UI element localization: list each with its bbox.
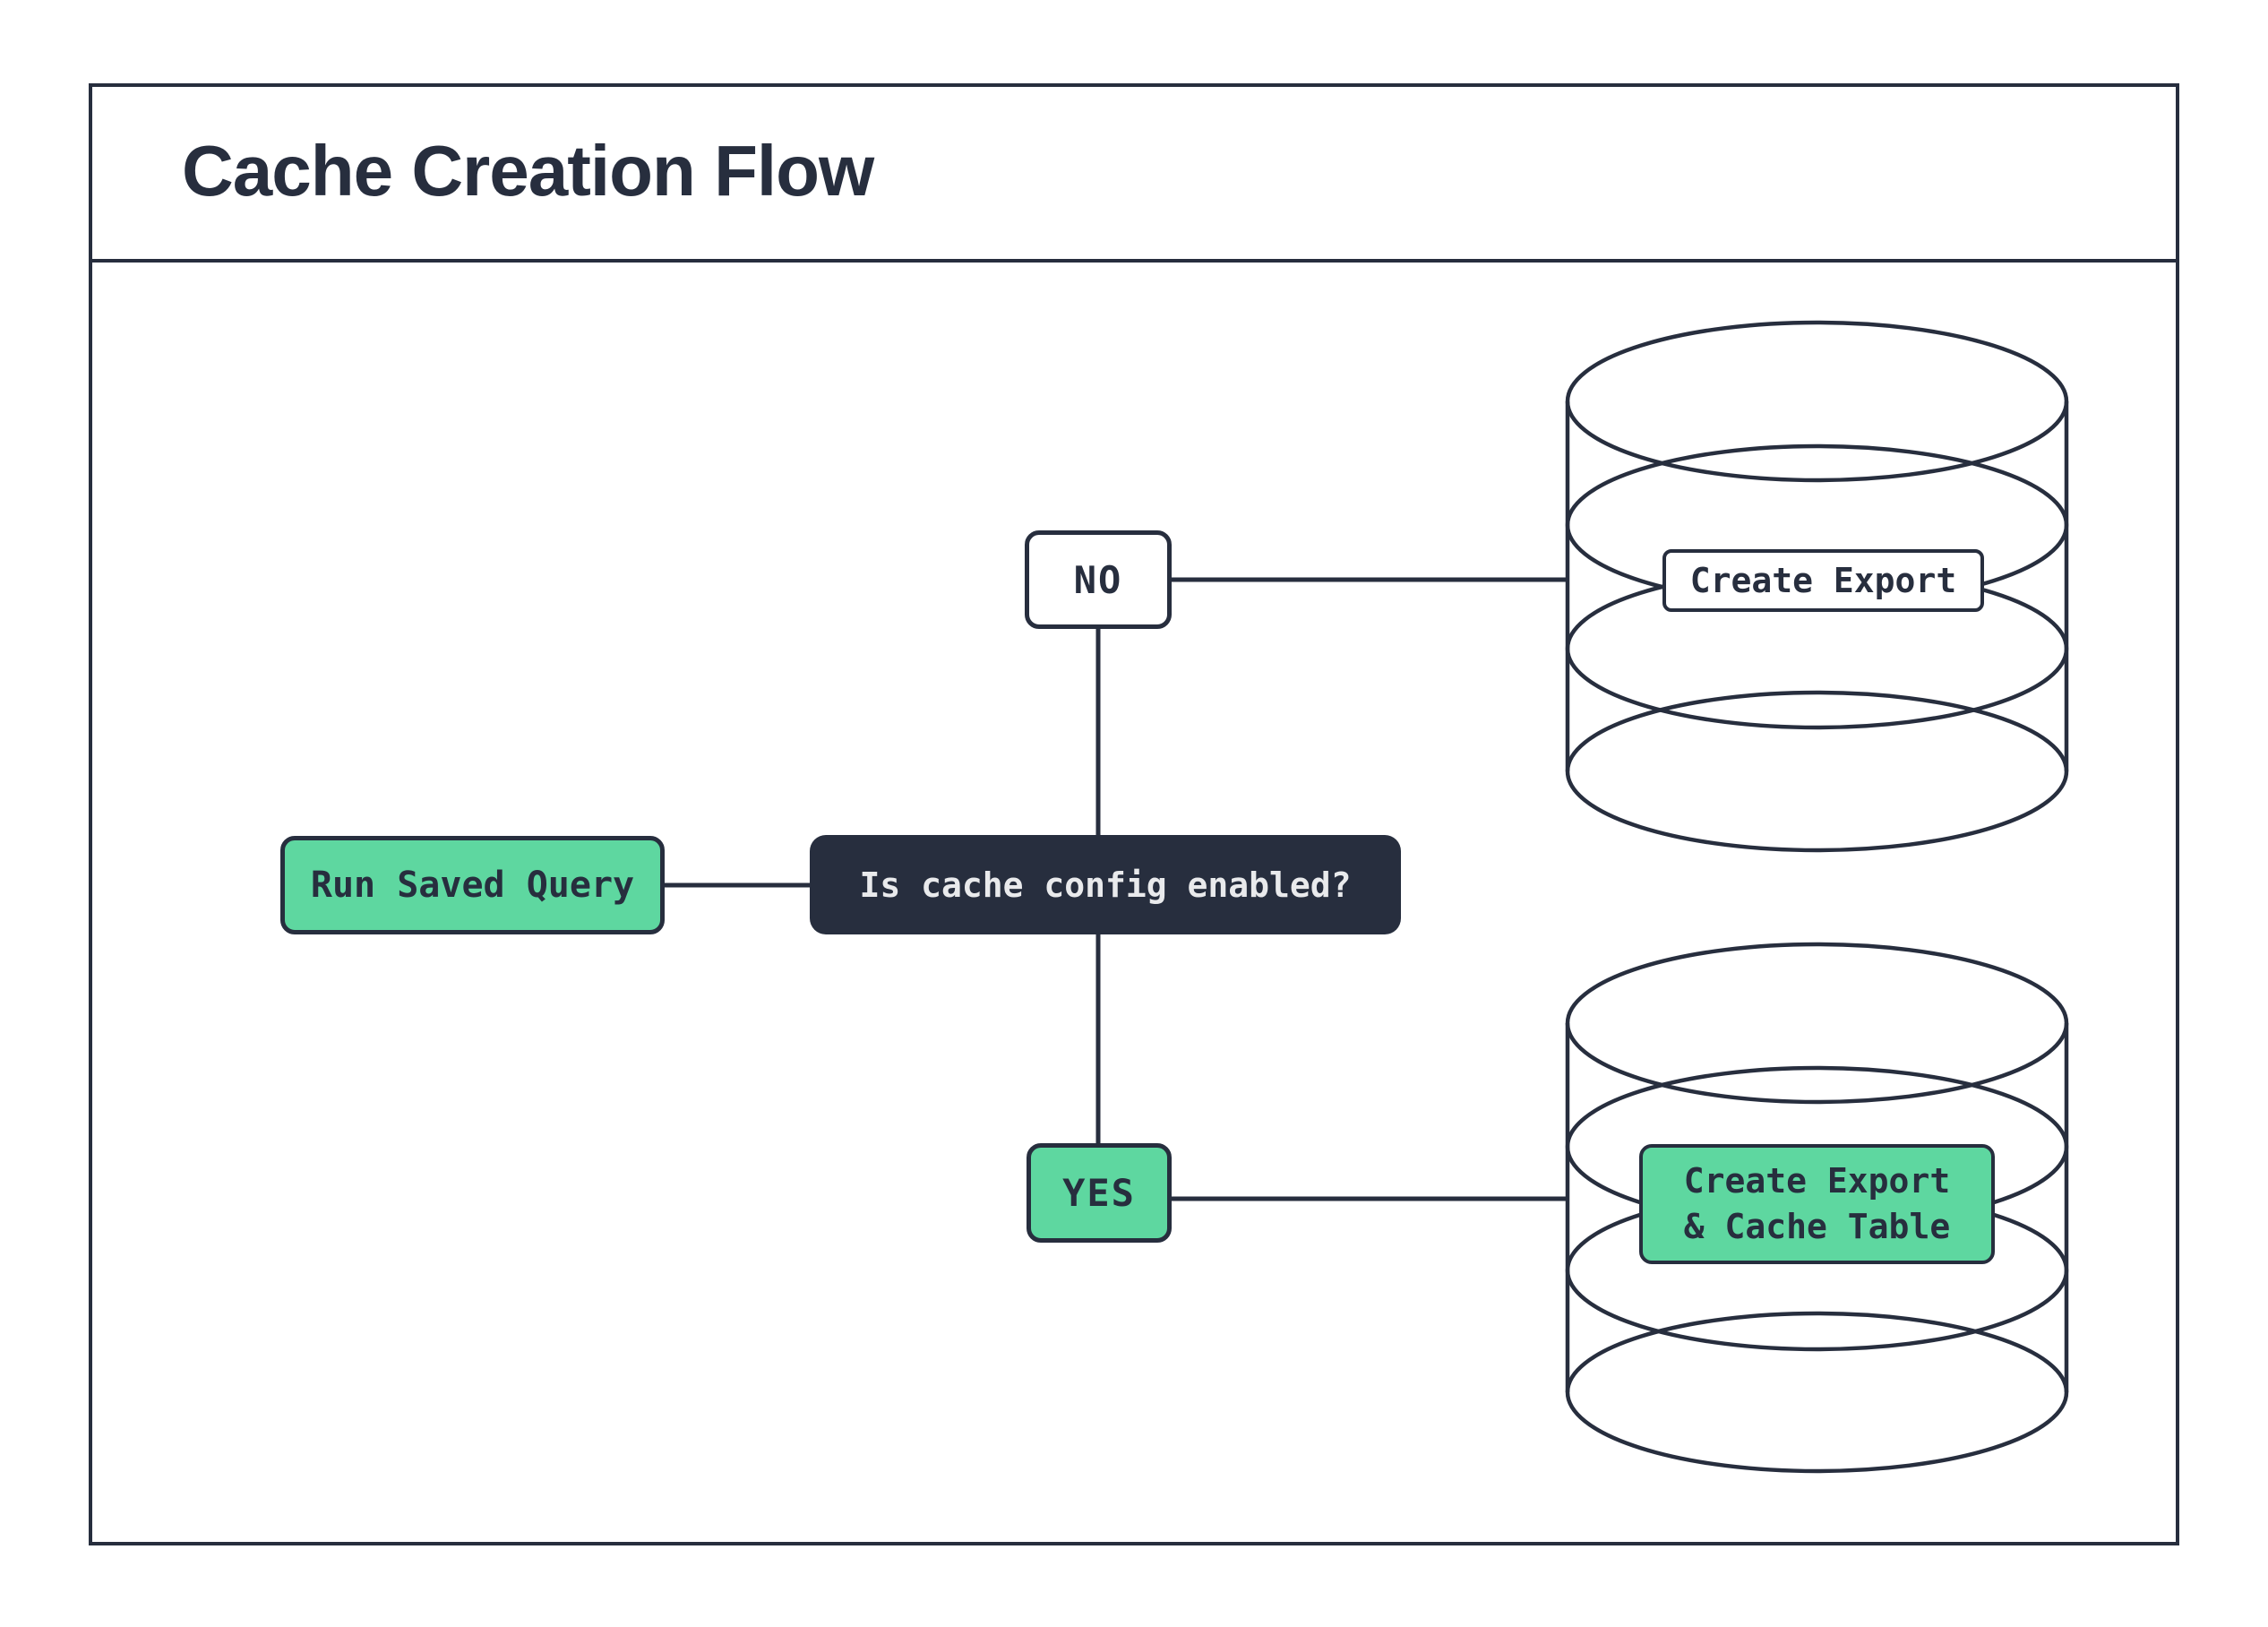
node-run-saved-query: Run Saved Query (280, 836, 665, 934)
node-create-export-cache-table-line2: & Cache Table (1683, 1207, 1951, 1246)
node-no-branch-label: NO (1073, 557, 1123, 602)
database-icon-top (1565, 320, 2069, 853)
database-disc (1565, 1311, 2069, 1474)
database-icon-bottom (1565, 942, 2069, 1474)
database-disc (1565, 690, 2069, 853)
node-create-export-label: Create Export (1689, 561, 1957, 600)
node-cache-config-decision-label: Is cache config enabled? (859, 865, 1352, 905)
database-disc (1565, 942, 2069, 1105)
node-create-export-cache-table: Create Export & Cache Table (1639, 1144, 1995, 1264)
node-cache-config-decision: Is cache config enabled? (810, 835, 1401, 934)
database-disc (1565, 320, 2069, 483)
page-title: Cache Creation Flow (182, 131, 874, 211)
node-yes-branch: YES (1027, 1143, 1172, 1243)
node-run-saved-query-label: Run Saved Query (310, 865, 635, 906)
node-no-branch: NO (1025, 530, 1172, 629)
node-create-export-cache-table-line1: Create Export (1683, 1160, 1951, 1201)
node-create-export: Create Export (1662, 549, 1984, 612)
node-yes-branch-label: YES (1062, 1171, 1136, 1215)
diagram-header: Cache Creation Flow (89, 83, 2179, 263)
